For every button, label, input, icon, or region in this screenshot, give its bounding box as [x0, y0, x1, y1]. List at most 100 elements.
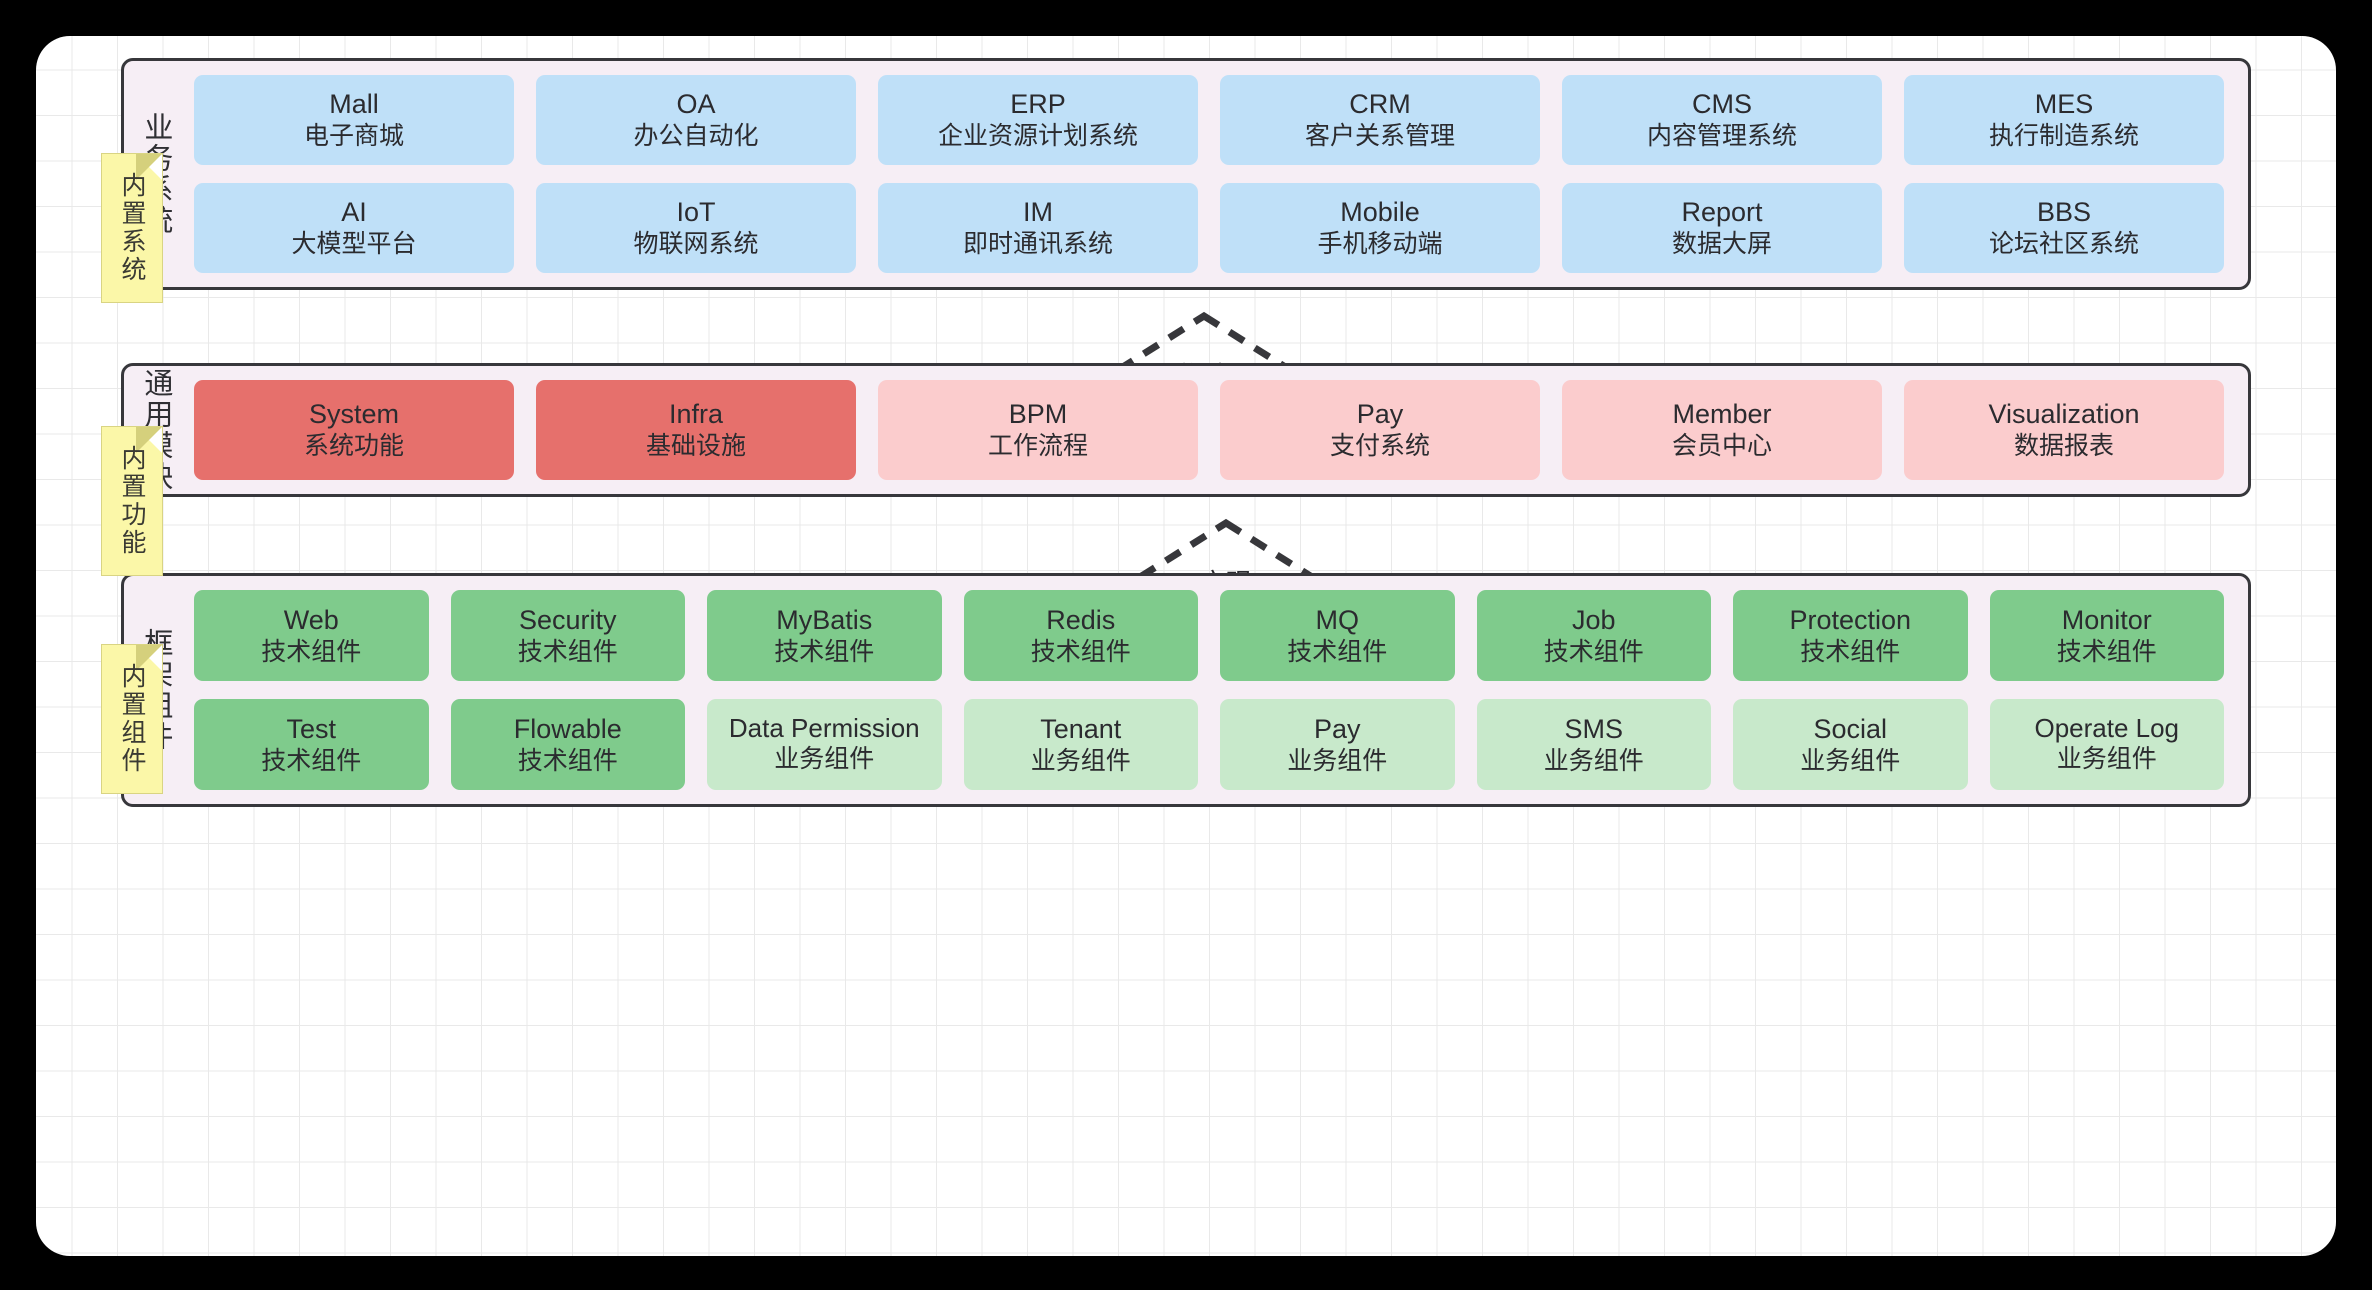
node-cn-label: 会员中心	[1671, 432, 1772, 461]
node-en-label: MQ	[1315, 604, 1360, 635]
node-en-label: MyBatis	[776, 604, 873, 635]
node-en-label: CMS	[1692, 89, 1752, 120]
sticky-note-built-in-components: 内置组件	[101, 644, 163, 794]
node-cn-label: 业务组件	[1287, 746, 1388, 775]
sticky-note-built-in-functions: 内置功能	[101, 426, 163, 576]
sticky-note-label: 内置功能	[118, 445, 146, 557]
node-cn-label: 技术组件	[1030, 637, 1131, 666]
layer-common-modules: 通用模块 System系统功能Infra基础设施BPM工作流程Pay支付系统Me…	[121, 363, 2251, 497]
node-en-label: Job	[1571, 604, 1616, 635]
layer-framework-components: 框架组件 Web技术组件Security技术组件MyBatis技术组件Redis…	[121, 573, 2251, 807]
node-en-label: Infra	[668, 399, 724, 430]
node-cn-label: 手机移动端	[1317, 230, 1443, 259]
node-en-label: BBS	[2036, 197, 2092, 228]
node-cn-label: 业务组件	[774, 744, 875, 773]
sticky-note-label: 内置组件	[118, 663, 146, 775]
node-en-label: Member	[1672, 399, 1772, 430]
node-en-label: OA	[676, 89, 716, 120]
node-en-label: Pay	[1313, 713, 1361, 744]
node-cn-label: 大模型平台	[291, 230, 417, 259]
node-en-label: BPM	[1008, 399, 1068, 430]
sticky-note-built-in-systems: 内置系统	[101, 153, 163, 303]
node-en-label: Test	[286, 713, 337, 744]
node-cn-label: 数据大屏	[1671, 230, 1772, 259]
node-cn-label: 工作流程	[987, 432, 1088, 461]
node-en-label: Monitor	[2061, 604, 2152, 635]
node-cn-label: 技术组件	[261, 746, 362, 775]
node-en-label: System	[308, 399, 400, 430]
node-en-label: Social	[1813, 713, 1888, 744]
node-cn-label: 数据报表	[2013, 432, 2114, 461]
node-en-label: IM	[1023, 197, 1053, 228]
node-cn-label: 业务组件	[1030, 746, 1131, 775]
node-cn-label: 客户关系管理	[1304, 122, 1455, 151]
node-cn-label: 技术组件	[1543, 637, 1644, 666]
node-cn-label: 技术组件	[517, 746, 618, 775]
node-en-label: AI	[341, 197, 367, 228]
node-en-label: Redis	[1046, 604, 1116, 635]
sticky-note-label: 内置系统	[118, 172, 146, 284]
node-cn-label: 内容管理系统	[1646, 122, 1797, 151]
node-en-label: Tenant	[1040, 713, 1122, 744]
node-cn-label: 技术组件	[1800, 637, 1901, 666]
node-cn-label: 业务组件	[1543, 746, 1644, 775]
node-en-label: ERP	[1010, 89, 1066, 120]
node-cn-label: 技术组件	[1287, 637, 1388, 666]
node-cn-label: 电子商城	[303, 122, 404, 151]
node-cn-label: 即时通讯系统	[962, 230, 1113, 259]
node-en-label: CRM	[1349, 89, 1411, 120]
layer-business-systems: 业务系统 Mall电子商城OA办公自动化ERP企业资源计划系统CRM客户关系管理…	[121, 58, 2251, 290]
node-en-label: Data Permission	[728, 712, 920, 743]
node-en-label: MES	[2034, 89, 2094, 120]
node-cn-label: 办公自动化	[633, 122, 759, 151]
node-cn-label: 技术组件	[517, 637, 618, 666]
node-en-label: IoT	[676, 197, 716, 228]
diagram-canvas: 内置系统 业务系统 Mall电子商城OA办公自动化ERP企业资源计划系统CRM客…	[36, 36, 2336, 1256]
node-en-label: Security	[518, 604, 617, 635]
node-en-label: Mobile	[1340, 197, 1420, 228]
node-cn-label: 执行制造系统	[1988, 122, 2139, 151]
node-cn-label: 支付系统	[1329, 432, 1430, 461]
node-en-label: Flowable	[513, 713, 622, 744]
node-en-label: Report	[1681, 197, 1763, 228]
node-cn-label: 基础设施	[645, 432, 746, 461]
node-cn-label: 技术组件	[774, 637, 875, 666]
node-cn-label: 业务组件	[2056, 744, 2157, 773]
